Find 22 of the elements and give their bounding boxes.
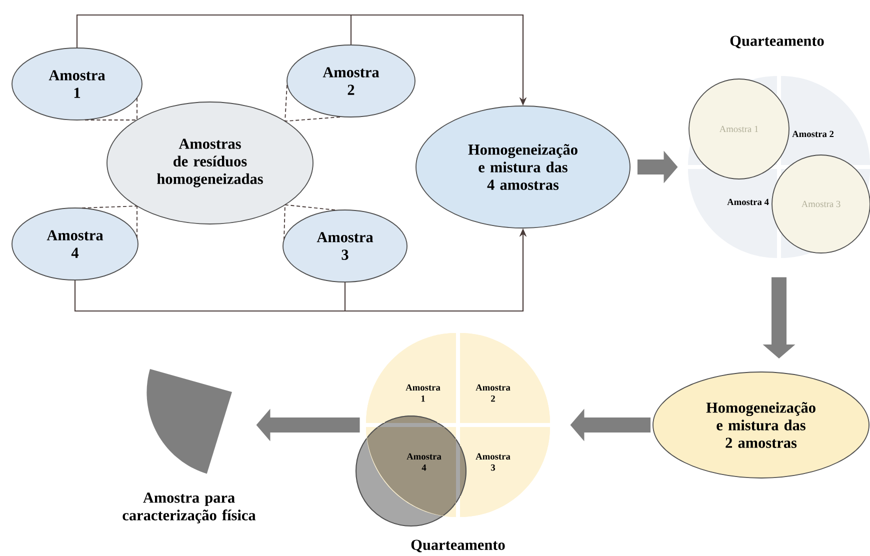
node-label: Amostra 1: [406, 384, 440, 402]
ellipse-node: Amostras de resíduos homogeneizadas: [106, 102, 314, 224]
heading: Quarteamento: [730, 36, 824, 48]
node-label: Amostra 2: [476, 384, 510, 402]
ellipse-node: Amostra 2: [286, 44, 416, 118]
dashed-line: [84, 98, 138, 120]
quadrant: Amostra 4: [366, 426, 456, 517]
quadrant: Amostra 2: [460, 333, 550, 423]
sample-label: Amostra 2: [792, 130, 834, 138]
dashed-line: [82, 206, 138, 238]
ellipse-node: Homogeneização e mistura das 4 amostras: [416, 106, 630, 228]
ellipse-node: Amostra 3: [282, 210, 408, 282]
dashed-line: [284, 84, 340, 122]
dashed-line: [284, 204, 336, 240]
ellipse-node: Amostra 1: [12, 48, 142, 120]
quadrant: Amostra 1: [366, 333, 456, 424]
node-label: Amostra 3: [476, 453, 510, 471]
ellipse-node: Amostra 4: [12, 208, 138, 280]
sample-label: Amostra para caracterização física: [122, 492, 256, 524]
heading: Quarteamento: [411, 540, 505, 552]
ellipse-node: Homogeneização e mistura das 2 amostras: [652, 372, 870, 478]
quadrant: Amostra 3: [459, 427, 550, 517]
